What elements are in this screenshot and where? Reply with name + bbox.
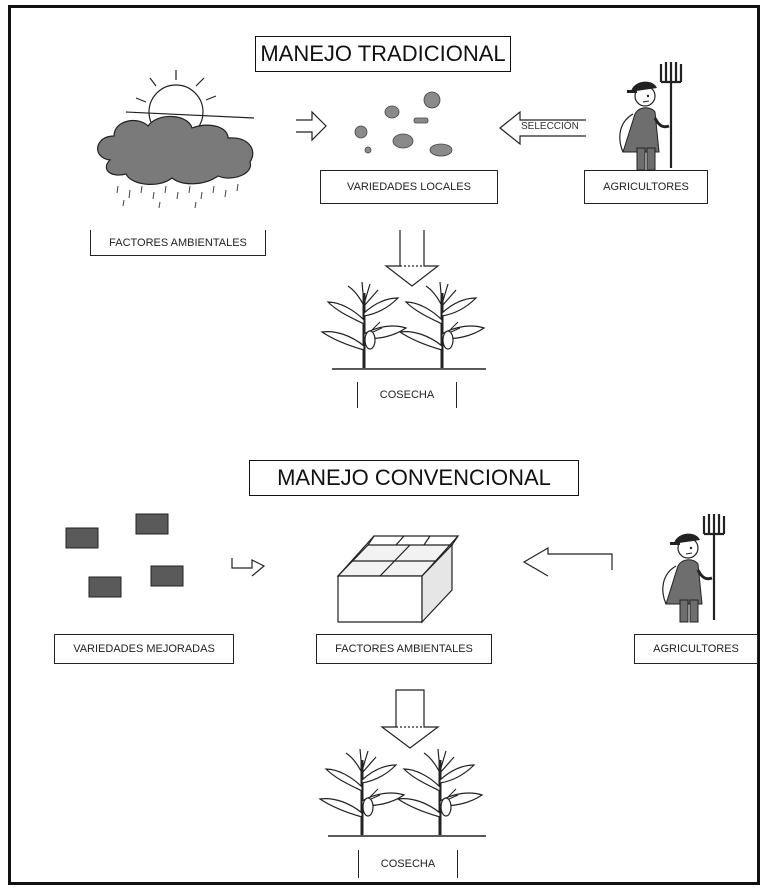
- conventional-varieties-label: VARIEDADES MEJORADAS: [54, 634, 234, 664]
- arrow-right-thin: [231, 558, 266, 577]
- conventional-harvest-label: COSECHA: [358, 850, 458, 878]
- selection-arrow: [499, 110, 586, 146]
- farmer-icon: [618, 60, 683, 172]
- sun-cloud-rain-icon: [97, 70, 255, 209]
- conventional-title: MANEJO CONVENCIONAL: [249, 460, 579, 496]
- greenhouse-icon: [336, 535, 460, 624]
- arrow-right-outline: [296, 110, 327, 142]
- conventional-farmers-label: AGRICULTORES: [634, 634, 758, 664]
- farmer-icon: [661, 512, 726, 624]
- conventional-env-label: FACTORES AMBIENTALES: [316, 634, 492, 664]
- traditional-varieties-label: VARIEDADES LOCALES: [320, 170, 498, 204]
- arrow-left-thin: [522, 546, 613, 577]
- arrow-down-outline: [380, 689, 440, 749]
- crop-plants-icon: [318, 747, 486, 837]
- crop-plants-icon: [320, 280, 486, 370]
- selection-label: SELECCIÓN: [521, 121, 579, 132]
- traditional-env-label: FACTORES AMBIENTALES: [90, 230, 266, 256]
- local-seeds-icon: [354, 91, 453, 157]
- traditional-farmers-label: AGRICULTORES: [584, 170, 708, 204]
- improved-seeds-icon: [65, 513, 184, 598]
- diagram-frame: [8, 5, 760, 885]
- arrow-down-outline: [384, 230, 440, 287]
- traditional-title: MANEJO TRADICIONAL: [255, 36, 511, 72]
- traditional-harvest-label: COSECHA: [357, 382, 457, 408]
